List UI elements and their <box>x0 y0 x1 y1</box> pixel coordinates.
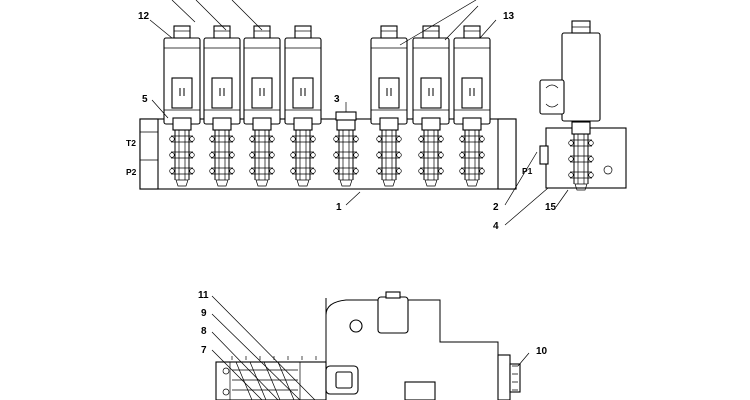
callout-4: 4 <box>493 221 499 232</box>
solenoid-1 <box>163 25 201 125</box>
solenoid-6 <box>412 25 450 125</box>
solenoid-4 <box>284 25 322 125</box>
solenoid-3 <box>243 25 281 125</box>
port-t2: T2 <box>126 138 136 148</box>
solenoid-2 <box>203 25 241 125</box>
side-valve-module <box>539 20 627 191</box>
callout-9: 9 <box>201 308 207 319</box>
callout-1: 1 <box>336 202 342 213</box>
leader-lines <box>149 0 569 400</box>
callout-12: 12 <box>138 11 150 22</box>
top-valve-assembly <box>139 20 627 191</box>
manifold-block <box>139 118 517 190</box>
callout-labels: 12 5 3 13 1 2 4 15 T2 P2 P1 11 9 8 7 10 <box>126 11 557 357</box>
port-p2: P2 <box>126 167 137 177</box>
callout-11: 11 <box>198 290 209 301</box>
callout-10: 10 <box>536 346 548 357</box>
solenoid-7 <box>453 25 491 125</box>
bottom-valve-section <box>215 291 521 400</box>
callout-7: 7 <box>201 345 207 356</box>
solenoid-5 <box>370 25 408 125</box>
callout-8: 8 <box>201 326 207 337</box>
callout-2: 2 <box>493 202 499 213</box>
callout-5: 5 <box>142 94 148 105</box>
callout-3: 3 <box>334 94 340 105</box>
callout-13: 13 <box>503 11 515 22</box>
port-p1: P1 <box>522 166 533 176</box>
callout-15: 15 <box>545 202 557 213</box>
